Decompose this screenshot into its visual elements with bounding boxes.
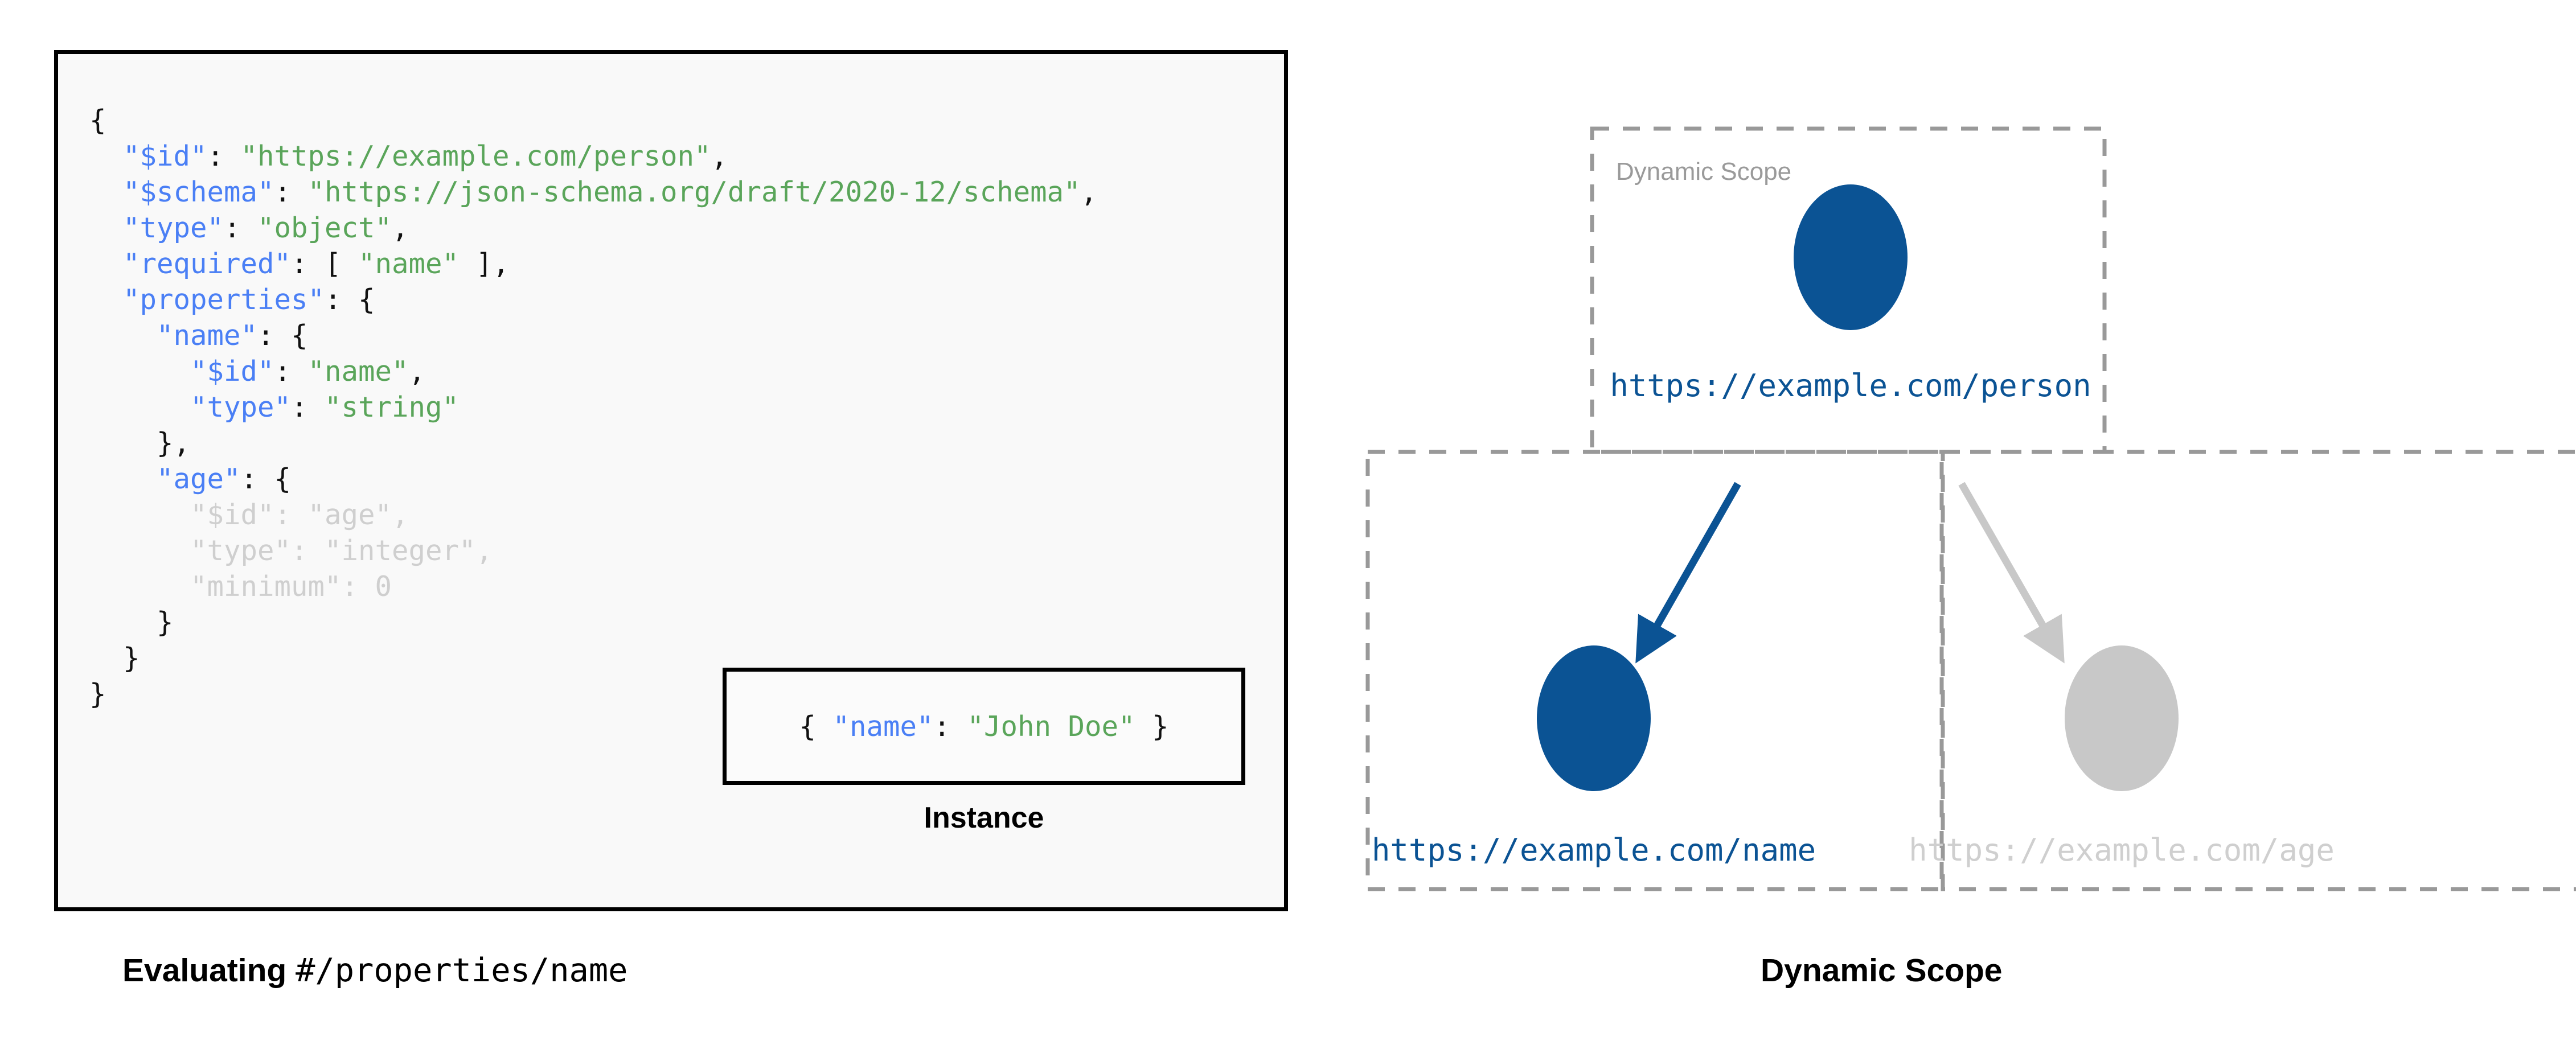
right-panel-caption: Dynamic Scope [1761,952,2003,989]
node-label-age: https://example.com/age [1909,832,2335,868]
node-circle-name[interactable] [1537,645,1651,791]
code-token: "$id" [190,499,274,531]
edge-person-to-name [1635,482,1741,664]
code-token: "age" [157,463,241,495]
node-circle-age[interactable] [2065,645,2179,791]
code-line: } [89,642,140,674]
code-token: "John Doe" [967,710,1135,743]
schema-code-block: { "$id": "https://example.com/person", "… [89,102,1097,712]
code-line: "type": "integer", [89,534,493,567]
node-label-name: https://example.com/name [1372,832,1816,868]
scope-box-name [1365,450,1944,891]
code-token: , [392,499,409,531]
code-token: "integer" [325,534,476,567]
code-line: "age": { [89,463,291,495]
code-line: "minimum": 0 [89,570,392,603]
code-line: { [89,104,106,137]
code-token: "string" [325,391,460,423]
node-circle-person[interactable] [1794,184,1908,330]
code-token: , [408,355,426,388]
code-token: : { [325,283,375,316]
code-line: "properties": { [89,283,375,316]
code-line: }, [89,427,190,459]
code-token: : [341,570,375,603]
code-line: "required": [ "name" ], [89,248,510,280]
code-token: "name" [832,710,934,743]
code-token: "https://json-schema.org/draft/2020-12/s… [307,176,1081,208]
code-token: "$id" [123,140,207,172]
code-token: : [ [291,248,359,280]
code-token: } [157,606,174,639]
code-token: : [291,391,325,423]
code-token: } [123,642,140,674]
code-token: : [274,499,308,531]
code-token: ], [459,248,510,280]
code-token: { [89,104,106,137]
code-token: : [224,212,258,244]
code-line: "name": { [89,319,308,352]
code-token: "name" [307,355,409,388]
code-token: "type" [190,391,292,423]
code-token: { [799,710,833,743]
scope-box-label: Dynamic Scope [1616,158,1791,186]
code-token: "object" [257,212,392,244]
code-token: : { [240,463,292,495]
code-token: }, [157,427,191,459]
code-token: "minimum" [190,570,342,603]
node-label-person: https://example.com/person [1610,368,2091,404]
code-token: "type" [123,212,224,244]
code-token: "properties" [123,283,325,316]
code-token: } [1135,710,1169,743]
code-token: , [1080,176,1098,208]
edge-person-to-age [1958,482,2065,664]
code-token: "$schema" [123,176,274,208]
code-token: , [475,534,493,567]
scope-box-person [1590,126,2107,454]
code-token: , [392,212,409,244]
code-token: : [274,355,308,388]
code-token: "https://example.com/person" [240,140,711,172]
code-token: : [933,710,967,743]
code-line: "type": "object", [89,212,409,244]
code-token: "$id" [190,355,274,388]
code-token: "type" [190,534,292,567]
code-line: "$id": "name", [89,355,425,388]
left-panel-caption: Evaluating #/properties/name [122,952,627,989]
code-token: } [89,678,106,710]
instance-code: { "name": "John Doe" } [799,710,1168,743]
caption-pointer-text: #/properties/name [296,952,628,989]
code-line: "$id": "age", [89,499,409,531]
schema-code-panel: { "$id": "https://example.com/person", "… [54,50,1288,911]
caption-bold-text: Evaluating [122,952,296,989]
scope-box-age [1941,450,2576,891]
code-token: : [291,534,325,567]
code-token: 0 [375,570,392,603]
code-token: "name" [157,319,258,352]
code-token: "age" [307,499,392,531]
code-token: : { [257,319,308,352]
instance-label: Instance [924,801,1044,834]
code-line: "type": "string" [89,391,459,423]
code-token: : [274,176,308,208]
instance-box: { "name": "John Doe" } [723,668,1245,785]
code-line: "$id": "https://example.com/person", [89,140,728,172]
code-line: "$schema": "https://json-schema.org/draf… [89,176,1097,208]
code-token: "name" [358,248,460,280]
code-line: } [89,678,106,710]
code-token: : [207,140,241,172]
code-token: "required" [123,248,292,280]
dynamic-scope-diagram: Dynamic Scope https://example.com/person… [1327,85,2576,928]
code-line: } [89,606,174,639]
code-token: , [711,140,728,172]
